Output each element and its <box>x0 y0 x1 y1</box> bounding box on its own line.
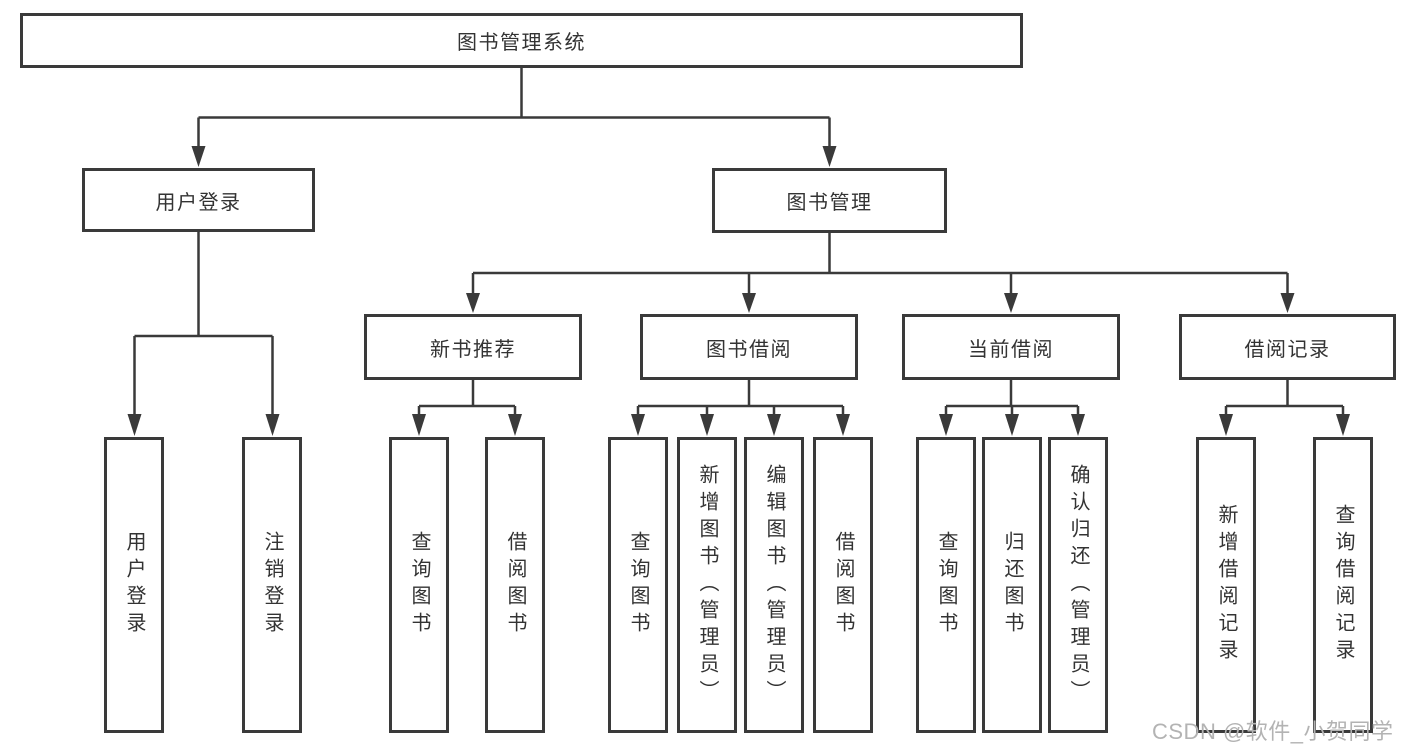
leaf-confirm-return-admin-label: 确认归还（管理员） <box>1067 463 1089 707</box>
leaf-add-borrow-record-label: 新增借阅记录 <box>1215 504 1237 666</box>
leaf-borrow-books: 借阅图书 <box>813 437 873 733</box>
node-current-borrow: 当前借阅 <box>902 314 1120 380</box>
leaf-confirm-return-admin: 确认归还（管理员） <box>1048 437 1108 733</box>
leaf-add-borrow-record: 新增借阅记录 <box>1196 437 1256 733</box>
leaf-add-books-admin: 新增图书（管理员） <box>677 437 737 733</box>
node-root-system: 图书管理系统 <box>20 13 1023 68</box>
leaf-edit-books-admin-label: 编辑图书（管理员） <box>763 463 785 707</box>
node-current-borrow-label: 当前借阅 <box>968 338 1054 361</box>
leaf-borrow-books-label: 借阅图书 <box>832 531 854 639</box>
node-book-management: 图书管理 <box>712 168 947 233</box>
node-user-login: 用户登录 <box>82 168 315 232</box>
leaf-recommend-borrow-books: 借阅图书 <box>485 437 545 733</box>
leaf-logout-label: 注销登录 <box>261 531 283 639</box>
leaf-return-books: 归还图书 <box>982 437 1042 733</box>
leaf-query-borrow-record: 查询借阅记录 <box>1313 437 1373 733</box>
leaf-current-query-books: 查询图书 <box>916 437 976 733</box>
leaf-current-query-books-label: 查询图书 <box>935 531 957 639</box>
leaf-user-login-label: 用户登录 <box>123 531 145 639</box>
node-new-book-recommend-label: 新书推荐 <box>430 338 516 361</box>
node-book-borrow: 图书借阅 <box>640 314 858 380</box>
leaf-borrow-query-books: 查询图书 <box>608 437 668 733</box>
node-borrow-record-label: 借阅记录 <box>1244 338 1331 361</box>
leaf-logout: 注销登录 <box>242 437 302 733</box>
leaf-user-login: 用户登录 <box>104 437 164 733</box>
leaf-edit-books-admin: 编辑图书（管理员） <box>744 437 804 733</box>
node-user-login-label: 用户登录 <box>155 191 242 214</box>
leaf-return-books-label: 归还图书 <box>1001 531 1023 639</box>
leaf-add-books-admin-label: 新增图书（管理员） <box>696 463 718 707</box>
leaf-recommend-query-books: 查询图书 <box>389 437 449 733</box>
leaf-recommend-borrow-books-label: 借阅图书 <box>504 531 526 639</box>
node-book-management-label: 图书管理 <box>786 192 873 214</box>
leaf-borrow-query-books-label: 查询图书 <box>627 531 649 639</box>
leaf-query-borrow-record-label: 查询借阅记录 <box>1332 504 1354 666</box>
node-new-book-recommend: 新书推荐 <box>364 314 582 380</box>
watermark-text: CSDN @软件_小贺同学 <box>1152 719 1394 744</box>
node-root-label: 图书管理系统 <box>457 32 586 54</box>
leaf-recommend-query-books-label: 查询图书 <box>408 531 430 639</box>
node-borrow-record: 借阅记录 <box>1179 314 1396 380</box>
node-book-borrow-label: 图书借阅 <box>706 338 792 361</box>
